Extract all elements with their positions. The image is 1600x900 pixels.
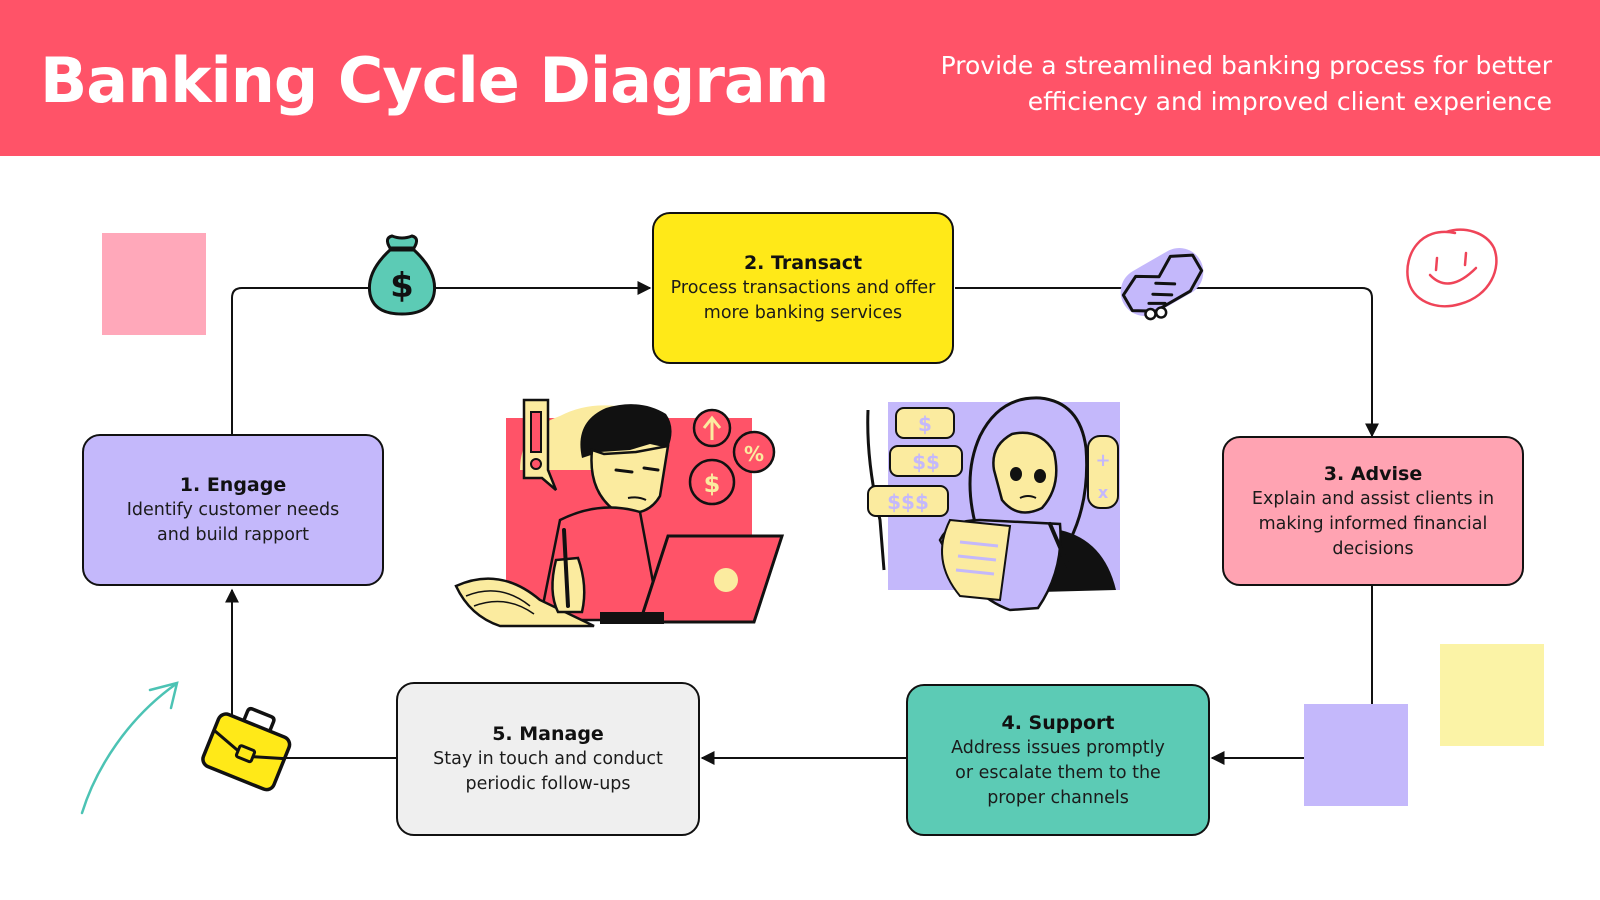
- money-bag-icon: $: [367, 234, 437, 316]
- svg-text:$: $: [704, 470, 721, 498]
- step-title: 5. Manage: [492, 723, 604, 745]
- person-at-laptop-illustration: % $: [454, 398, 785, 628]
- svg-text:%: %: [744, 442, 764, 466]
- step-transact: 2. Transact Process transactions and off…: [652, 212, 954, 364]
- svg-text:$$$: $$$: [887, 490, 929, 514]
- connector-transact-to-advise: [955, 287, 1379, 438]
- arrow-doodle-icon: [80, 681, 179, 815]
- svg-text:+: +: [1095, 450, 1110, 471]
- svg-text:$: $: [390, 266, 414, 306]
- step-title: 4. Support: [1001, 711, 1115, 734]
- step-advise: 3. Advise Explain and assist clients in …: [1222, 436, 1524, 586]
- page-subtitle: Provide a streamlined banking process fo…: [940, 51, 1552, 116]
- svg-text:x: x: [1098, 483, 1109, 502]
- sticky-note-yellow: [1440, 644, 1544, 746]
- step-description: Stay in touch and conduct periodic follo…: [433, 749, 663, 794]
- svg-text:$$: $$: [912, 450, 940, 474]
- svg-text:$: $: [918, 412, 932, 436]
- step-description: Address issues promptly or escalate them…: [951, 737, 1165, 808]
- sticky-note-pink: [102, 233, 206, 335]
- step-title: 2. Transact: [743, 252, 863, 274]
- header-banner: Banking Cycle Diagram Provide a streamli…: [0, 0, 1600, 156]
- page-title: Banking Cycle Diagram: [40, 44, 829, 117]
- connector-engage-to-transact: [231, 281, 652, 434]
- step-description: Explain and assist clients in making inf…: [1251, 488, 1495, 559]
- step-manage: 5. Manage Stay in touch and conduct peri…: [396, 682, 700, 836]
- handshake-icon: [1120, 248, 1204, 321]
- step-title: 1. Engage: [179, 474, 287, 496]
- step-description: Identify customer needs and build rappor…: [126, 500, 340, 545]
- woman-with-receipt-illustration: $ $$ $$$ + x: [866, 396, 1120, 612]
- step-title: 3. Advise: [1323, 462, 1423, 485]
- step-description: Process transactions and offer more bank…: [670, 278, 936, 323]
- briefcase-icon: [201, 706, 292, 792]
- sticky-note-lavender: [1304, 704, 1408, 806]
- step-support: 4. Support Address issues promptly or es…: [906, 684, 1210, 836]
- smiley-face-icon: [1406, 228, 1498, 308]
- step-engage: 1. Engage Identify customer needs and bu…: [82, 434, 384, 586]
